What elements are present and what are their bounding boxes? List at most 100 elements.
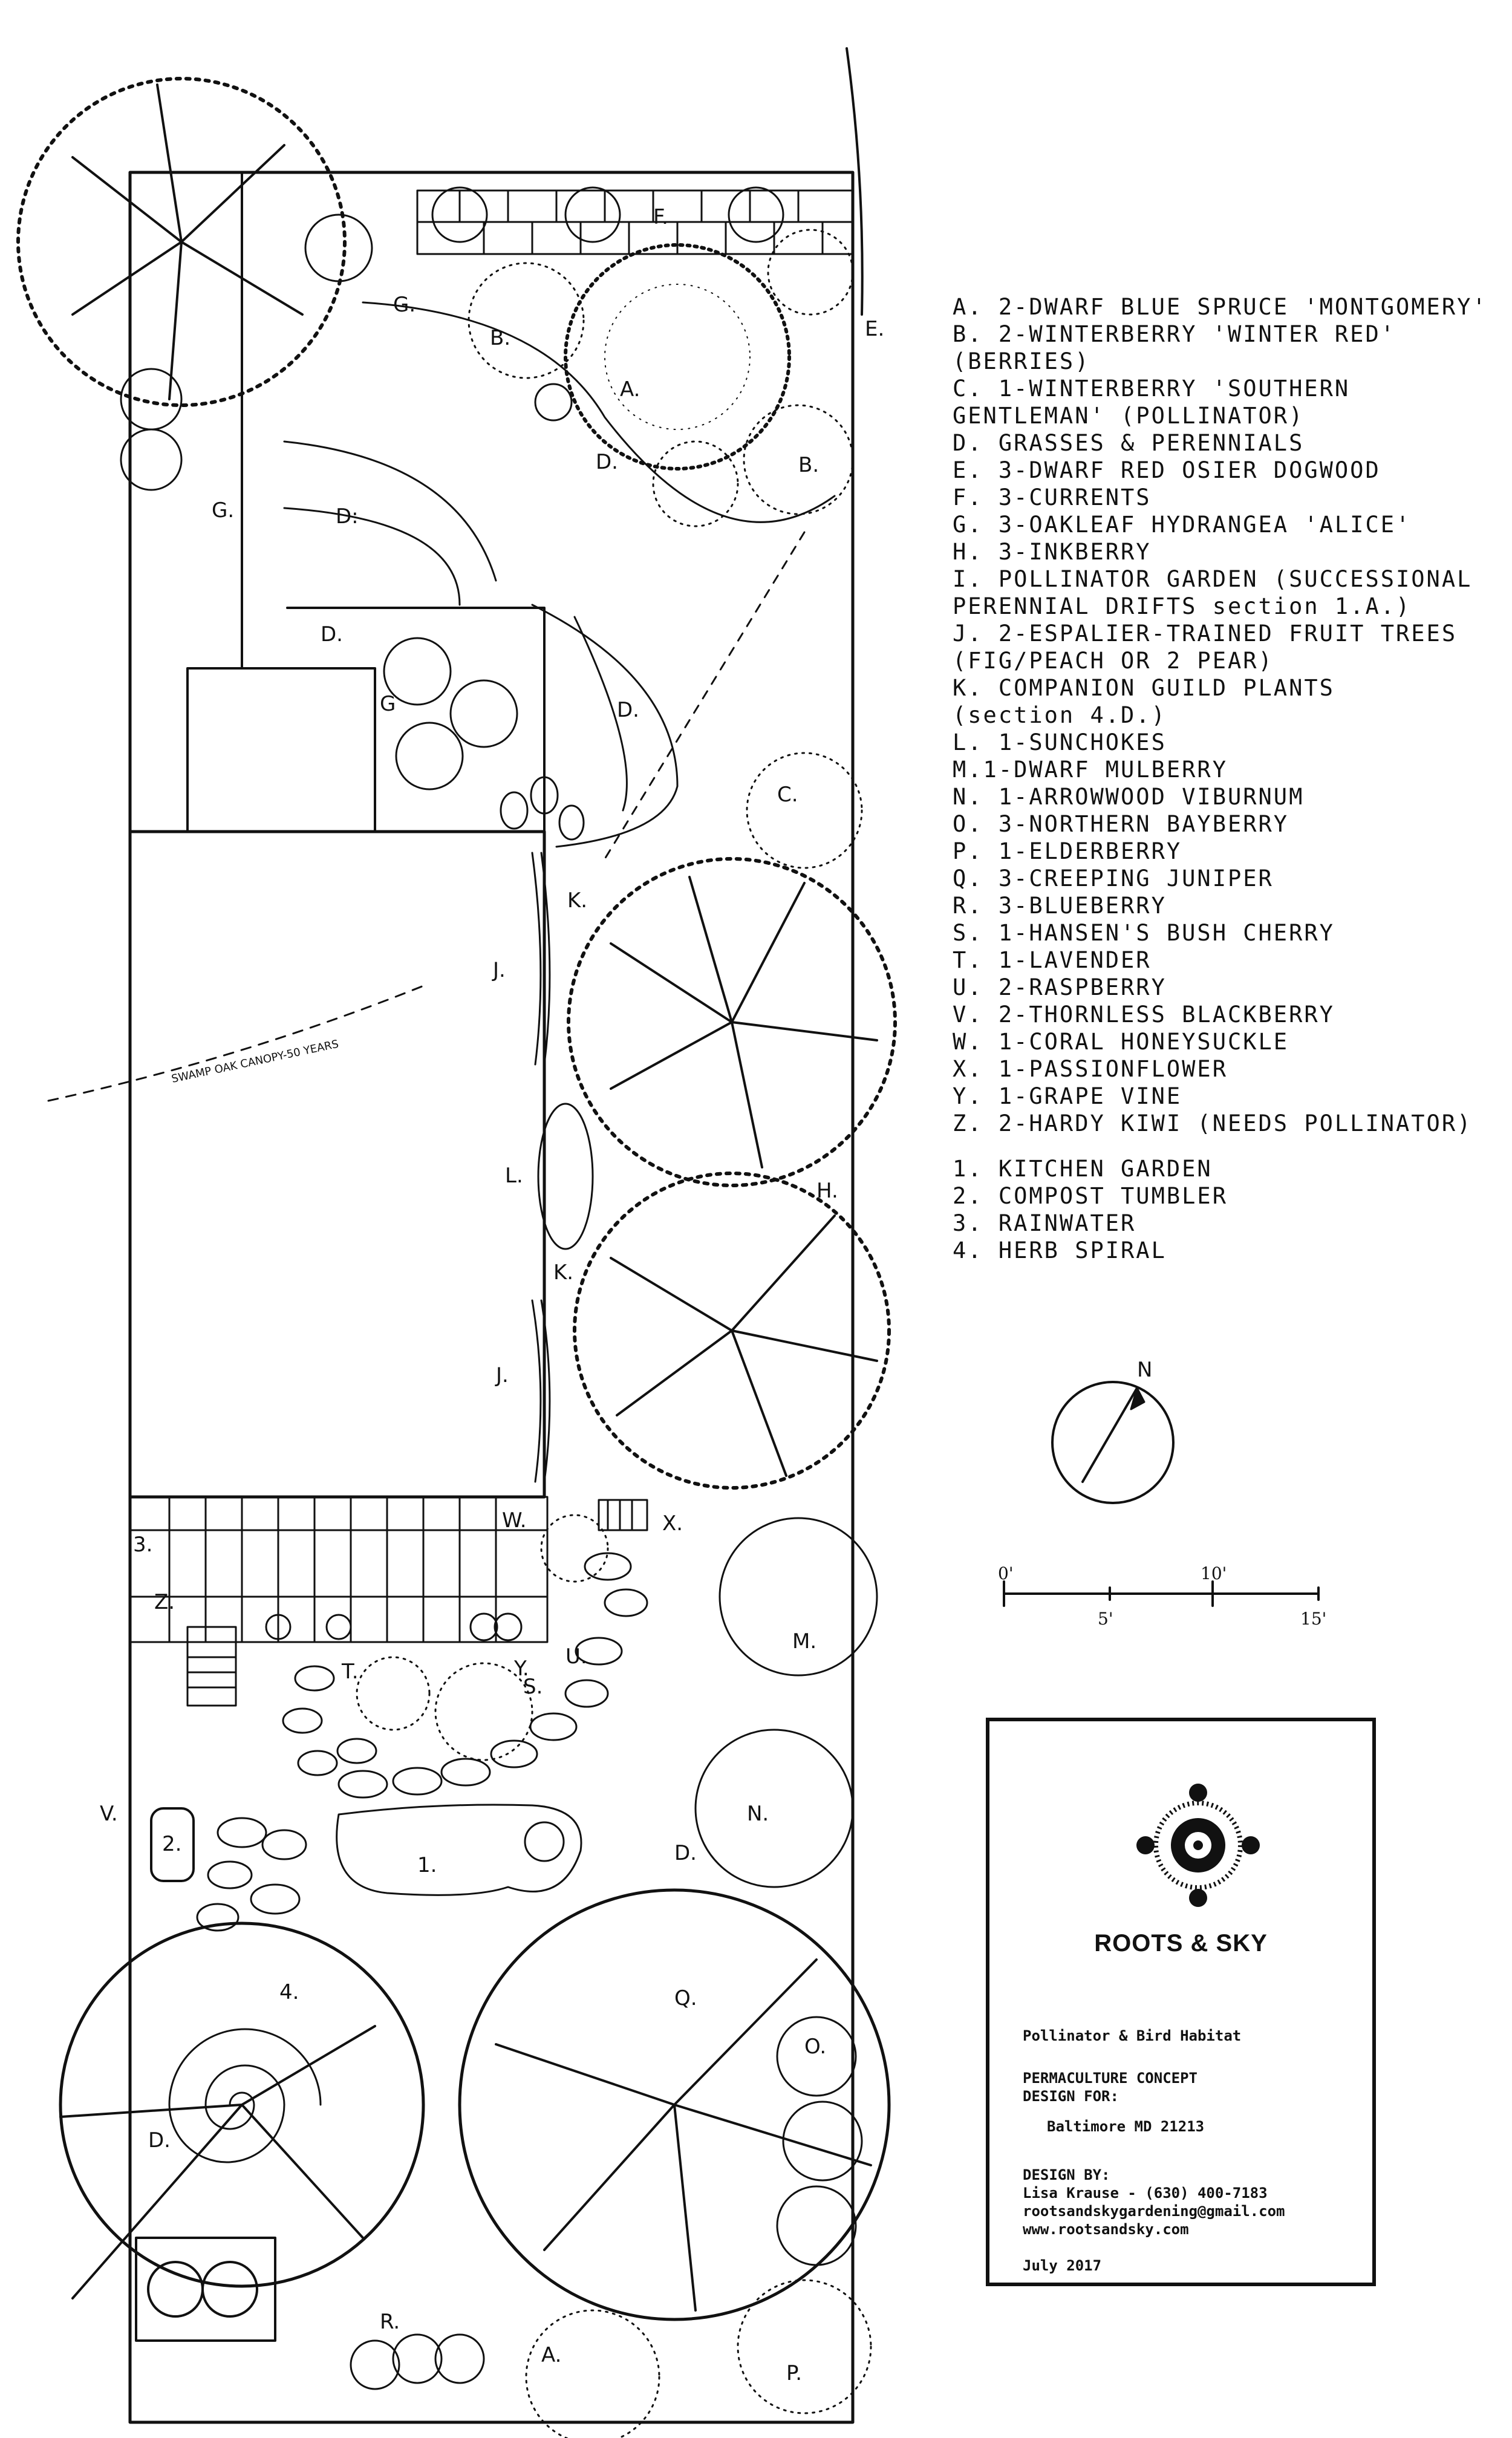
label-oak-canopy: SWAMP OAK CANOPY-50 YEARS <box>171 1038 340 1086</box>
legend-feature: 2. COMPOST TUMBLER <box>953 1183 1228 1209</box>
rainwater-barrels <box>135 2237 276 2342</box>
label-g-house: G <box>380 692 396 716</box>
legend-feature: 4. HERB SPIRAL <box>953 1237 1167 1263</box>
title-block: ROOTS & SKY Pollinator & Bird Habitat PE… <box>986 1718 1376 2286</box>
concept-line-2: DESIGN FOR: <box>1023 2088 1119 2105</box>
concept-line-1: PERMACULTURE CONCEPT <box>1023 2070 1198 2087</box>
label-b-right: B. <box>798 453 819 477</box>
legend-item: F. 3-CURRENTS <box>953 484 1152 510</box>
brick-wall <box>416 189 854 255</box>
legend-item: V. 2-THORNLESS BLACKBERRY <box>953 1002 1335 1028</box>
legend-item: H. 3-INKBERRY <box>953 539 1152 565</box>
brand-name: ROOTS & SKY <box>1094 1930 1268 1957</box>
label-3: 3. <box>133 1533 152 1557</box>
designer-website: www.rootsandsky.com <box>1023 2221 1189 2238</box>
legend-item: Q. 3-CREEPING JUNIPER <box>953 865 1274 891</box>
legend-feature: 1. KITCHEN GARDEN <box>953 1156 1213 1182</box>
label-u: U. <box>565 1644 587 1669</box>
legend-item: L. 1-SUNCHOKES <box>953 729 1167 755</box>
label-d-top: D. <box>596 450 618 474</box>
legend-item: R. 3-BLUEBERRY <box>953 893 1167 919</box>
label-b-left: B. <box>490 326 510 350</box>
label-j-upper: J. <box>492 958 506 982</box>
label-d-mid: D. <box>321 622 343 647</box>
legend-item: PERENNIAL DRIFTS section 1.A.) <box>953 593 1412 619</box>
design-date: July 2017 <box>1023 2257 1102 2274</box>
label-a-top: A. <box>620 377 640 402</box>
label-o: O. <box>804 2035 826 2059</box>
dwarf-blue-spruce-a <box>564 243 791 471</box>
scale-tick-5: 5' <box>1098 1609 1113 1629</box>
label-d-left: D: <box>336 504 359 529</box>
legend-item: Z. 2-HARDY KIWI (NEEDS POLLINATOR) <box>953 1110 1473 1136</box>
roots-and-sky-logo-icon <box>1136 1784 1260 1907</box>
legend-item: X. 1-PASSIONFLOWER <box>953 1056 1228 1082</box>
rain-barrel-top <box>534 383 573 422</box>
project-location: Baltimore MD 21213 <box>1047 2118 1205 2135</box>
label-g-top: G. <box>393 293 415 317</box>
legend-item: GENTLEMAN' (POLLINATOR) <box>953 403 1305 429</box>
herb-spiral-area <box>59 1921 425 2299</box>
label-j-lower: J. <box>495 1363 509 1387</box>
legend-item: O. 3-NORTHERN BAYBERRY <box>953 811 1289 837</box>
legend-item: K. COMPANION GUILD PLANTS <box>953 675 1335 701</box>
label-k-lower: K. <box>553 1260 573 1285</box>
project-name: Pollinator & Bird Habitat <box>1023 2027 1242 2044</box>
label-m: M. <box>792 1629 816 1654</box>
scale-tick-0: 0' <box>998 1563 1014 1583</box>
label-d-lower: D. <box>674 1841 697 1865</box>
label-l: L. <box>505 1164 523 1188</box>
legend-item: E. 3-DWARF RED OSIER DOGWOOD <box>953 457 1381 483</box>
label-q: Q. <box>674 1986 697 2010</box>
legend-item: U. 2-RASPBERRY <box>953 974 1167 1000</box>
swamp-oak-canopy-line <box>47 985 425 1102</box>
stepping-stones <box>196 776 648 1932</box>
label-w: W. <box>502 1508 527 1533</box>
legend-item: C. 1-WINTERBERRY 'SOUTHERN <box>953 376 1351 402</box>
shrub-symbols <box>120 186 878 2438</box>
label-c: C. <box>777 783 798 807</box>
legend-item: T. 1-LAVENDER <box>953 947 1152 973</box>
label-x: X. <box>662 1511 683 1536</box>
label-d-bottom: D. <box>148 2128 171 2153</box>
label-s: S. <box>523 1675 543 1699</box>
label-e: E. <box>865 317 884 341</box>
legend-item: P. 1-ELDERBERRY <box>953 838 1182 864</box>
legend-item: (BERRIES) <box>953 348 1090 374</box>
legend-item: G. 3-OAKLEAF HYDRANGEA 'ALICE' <box>953 512 1412 538</box>
label-k-upper: K. <box>567 888 587 913</box>
label-y: Y. <box>513 1657 529 1681</box>
property-boundary <box>128 47 864 2424</box>
label-a-bottom: A. <box>541 2343 561 2367</box>
label-p: P. <box>786 2361 802 2385</box>
legend-item: B. 2-WINTERBERRY 'WINTER RED' <box>953 321 1396 347</box>
legend-item: Y. 1-GRAPE VINE <box>953 1083 1182 1109</box>
label-2: 2. <box>162 1832 181 1856</box>
compass-north-label: N <box>1137 1358 1153 1382</box>
legend-item: N. 1-ARROWWOOD VIBURNUM <box>953 784 1305 810</box>
compost-tumbler <box>150 1807 195 1882</box>
inkberry-tree-h-upper <box>567 857 897 1187</box>
legend-item: (FIG/PEACH OR 2 PEAR) <box>953 648 1274 674</box>
designer-email: rootsandskygardening@gmail.com <box>1023 2203 1285 2220</box>
plant-legend: A. 2-DWARF BLUE SPRUCE 'MONTGOMERY' B. 2… <box>953 293 1497 1264</box>
oak-tree-top-left <box>16 77 347 407</box>
label-1: 1. <box>417 1853 437 1877</box>
designer-contact: Lisa Krause - (630) 400-7183 <box>1023 2185 1268 2202</box>
inkberry-tree-h-lower <box>573 1172 891 1490</box>
label-t: T. <box>341 1660 359 1684</box>
scale-tick-15: 15' <box>1300 1609 1327 1629</box>
legend-item: (section 4.D.) <box>953 702 1167 728</box>
design-by-label: DESIGN BY: <box>1023 2166 1110 2183</box>
legend-item: D. GRASSES & PERENNIALS <box>953 430 1305 456</box>
label-v: V. <box>100 1802 118 1826</box>
patio-pergola <box>129 1496 648 1707</box>
label-n: N. <box>747 1802 769 1826</box>
legend-item: I. POLLINATOR GARDEN (SUCCESSIONAL <box>953 566 1473 592</box>
kitchen-garden-bed <box>336 1804 582 1896</box>
north-arrow-icon <box>1051 1381 1175 1504</box>
label-h: H. <box>816 1179 838 1203</box>
legend-item: A. 2-DWARF BLUE SPRUCE 'MONTGOMERY' <box>953 294 1488 320</box>
legend-item: M.1-DWARF MULBERRY <box>953 757 1228 783</box>
label-f: F. <box>653 205 668 229</box>
